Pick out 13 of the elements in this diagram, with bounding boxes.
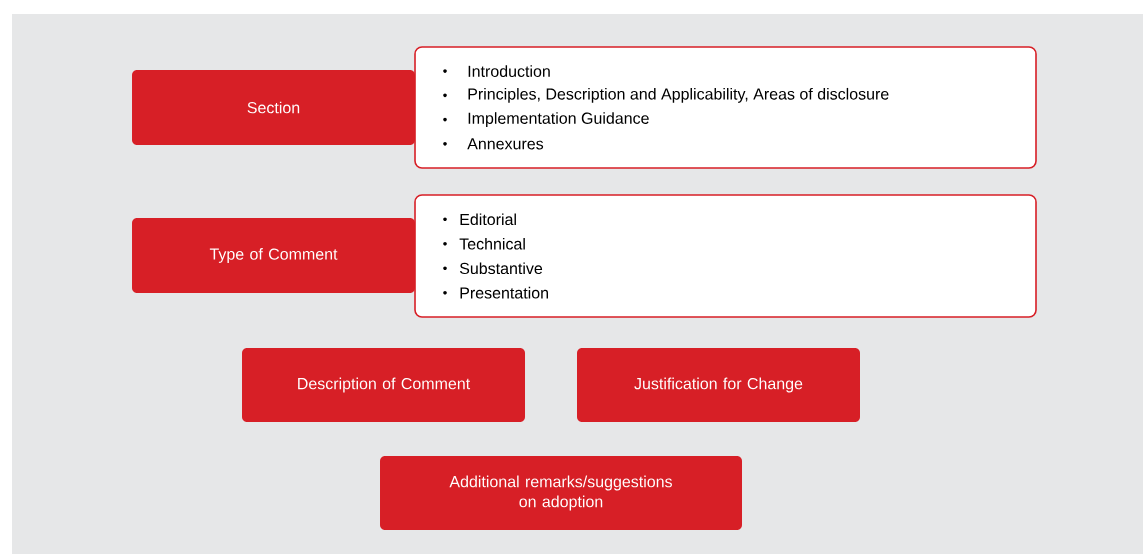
list-item: Technical xyxy=(443,237,525,250)
list-item: Annexures xyxy=(443,138,544,150)
list-item: Presentation xyxy=(443,286,548,299)
list-item: Introduction xyxy=(443,65,550,77)
label-box: Description of Comment xyxy=(242,348,525,422)
label-box: Additional remarks/suggestions on adoption xyxy=(380,456,742,530)
list-item: Implementation Guidance xyxy=(443,112,649,128)
label-box: Type of Comment xyxy=(132,218,415,293)
list-item: Editorial xyxy=(443,213,516,226)
list-item: Principles, Description and Applicability, Areas of disclosure xyxy=(443,87,889,103)
label-box: Justification for Change xyxy=(577,348,860,422)
label-box: Section xyxy=(132,70,415,145)
list-item: Substantive xyxy=(443,262,543,275)
